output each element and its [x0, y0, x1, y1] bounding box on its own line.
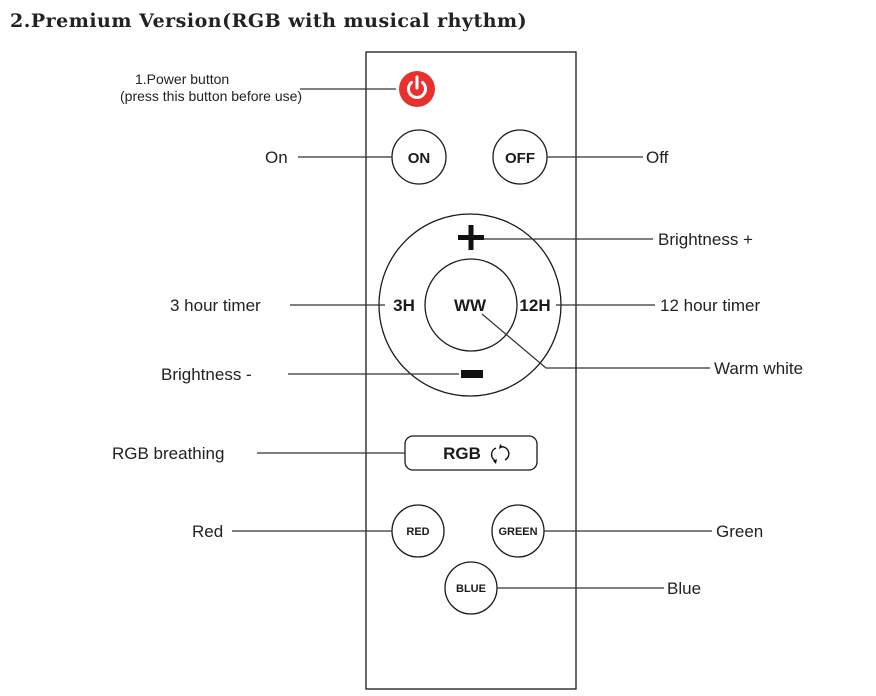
timer-3h-label: 3 hour timer — [170, 296, 261, 315]
green-button-label: GREEN — [498, 526, 537, 538]
warm-white-leader-line — [481, 313, 710, 369]
page-title: 2.Premium Version(RGB with musical rhyth… — [10, 10, 528, 32]
on-label: On — [265, 148, 288, 167]
on-button[interactable]: ON — [391, 129, 447, 185]
off-button[interactable]: OFF — [492, 129, 548, 185]
brightness-minus-label: Brightness - — [161, 365, 252, 384]
off-button-label: OFF — [505, 150, 535, 167]
timer-12h-button[interactable]: 12H — [519, 296, 550, 315]
brightness-plus-label: Brightness + — [658, 230, 753, 249]
power-button[interactable] — [399, 71, 435, 107]
timer-3h-button[interactable]: 3H — [393, 296, 415, 315]
rgb-breathing-label: RGB breathing — [112, 444, 224, 463]
off-label: Off — [646, 148, 669, 167]
timer-12h-label: 12 hour timer — [660, 296, 760, 315]
red-button[interactable]: RED — [391, 504, 445, 558]
power-icon — [407, 75, 427, 99]
rgb-button[interactable]: RGB — [404, 435, 538, 471]
blue-button[interactable]: BLUE — [444, 561, 498, 615]
green-button[interactable]: GREEN — [491, 504, 545, 558]
blue-button-label: BLUE — [456, 583, 486, 595]
rgb-button-label: RGB — [443, 444, 481, 463]
red-button-label: RED — [406, 526, 429, 538]
plus-icon[interactable] — [458, 225, 484, 250]
red-label: Red — [192, 522, 223, 541]
green-label: Green — [716, 522, 763, 541]
on-button-label: ON — [408, 150, 431, 167]
blue-label: Blue — [667, 579, 701, 598]
ww-button-label: WW — [454, 296, 487, 315]
ww-button[interactable] — [424, 258, 518, 352]
power-label-line2: (press this button before use) — [120, 88, 302, 104]
minus-icon[interactable] — [461, 370, 483, 378]
circular-arrows-icon — [490, 444, 510, 464]
warm-white-label: Warm white — [714, 359, 803, 378]
power-label-line1: 1.Power button — [135, 71, 229, 87]
